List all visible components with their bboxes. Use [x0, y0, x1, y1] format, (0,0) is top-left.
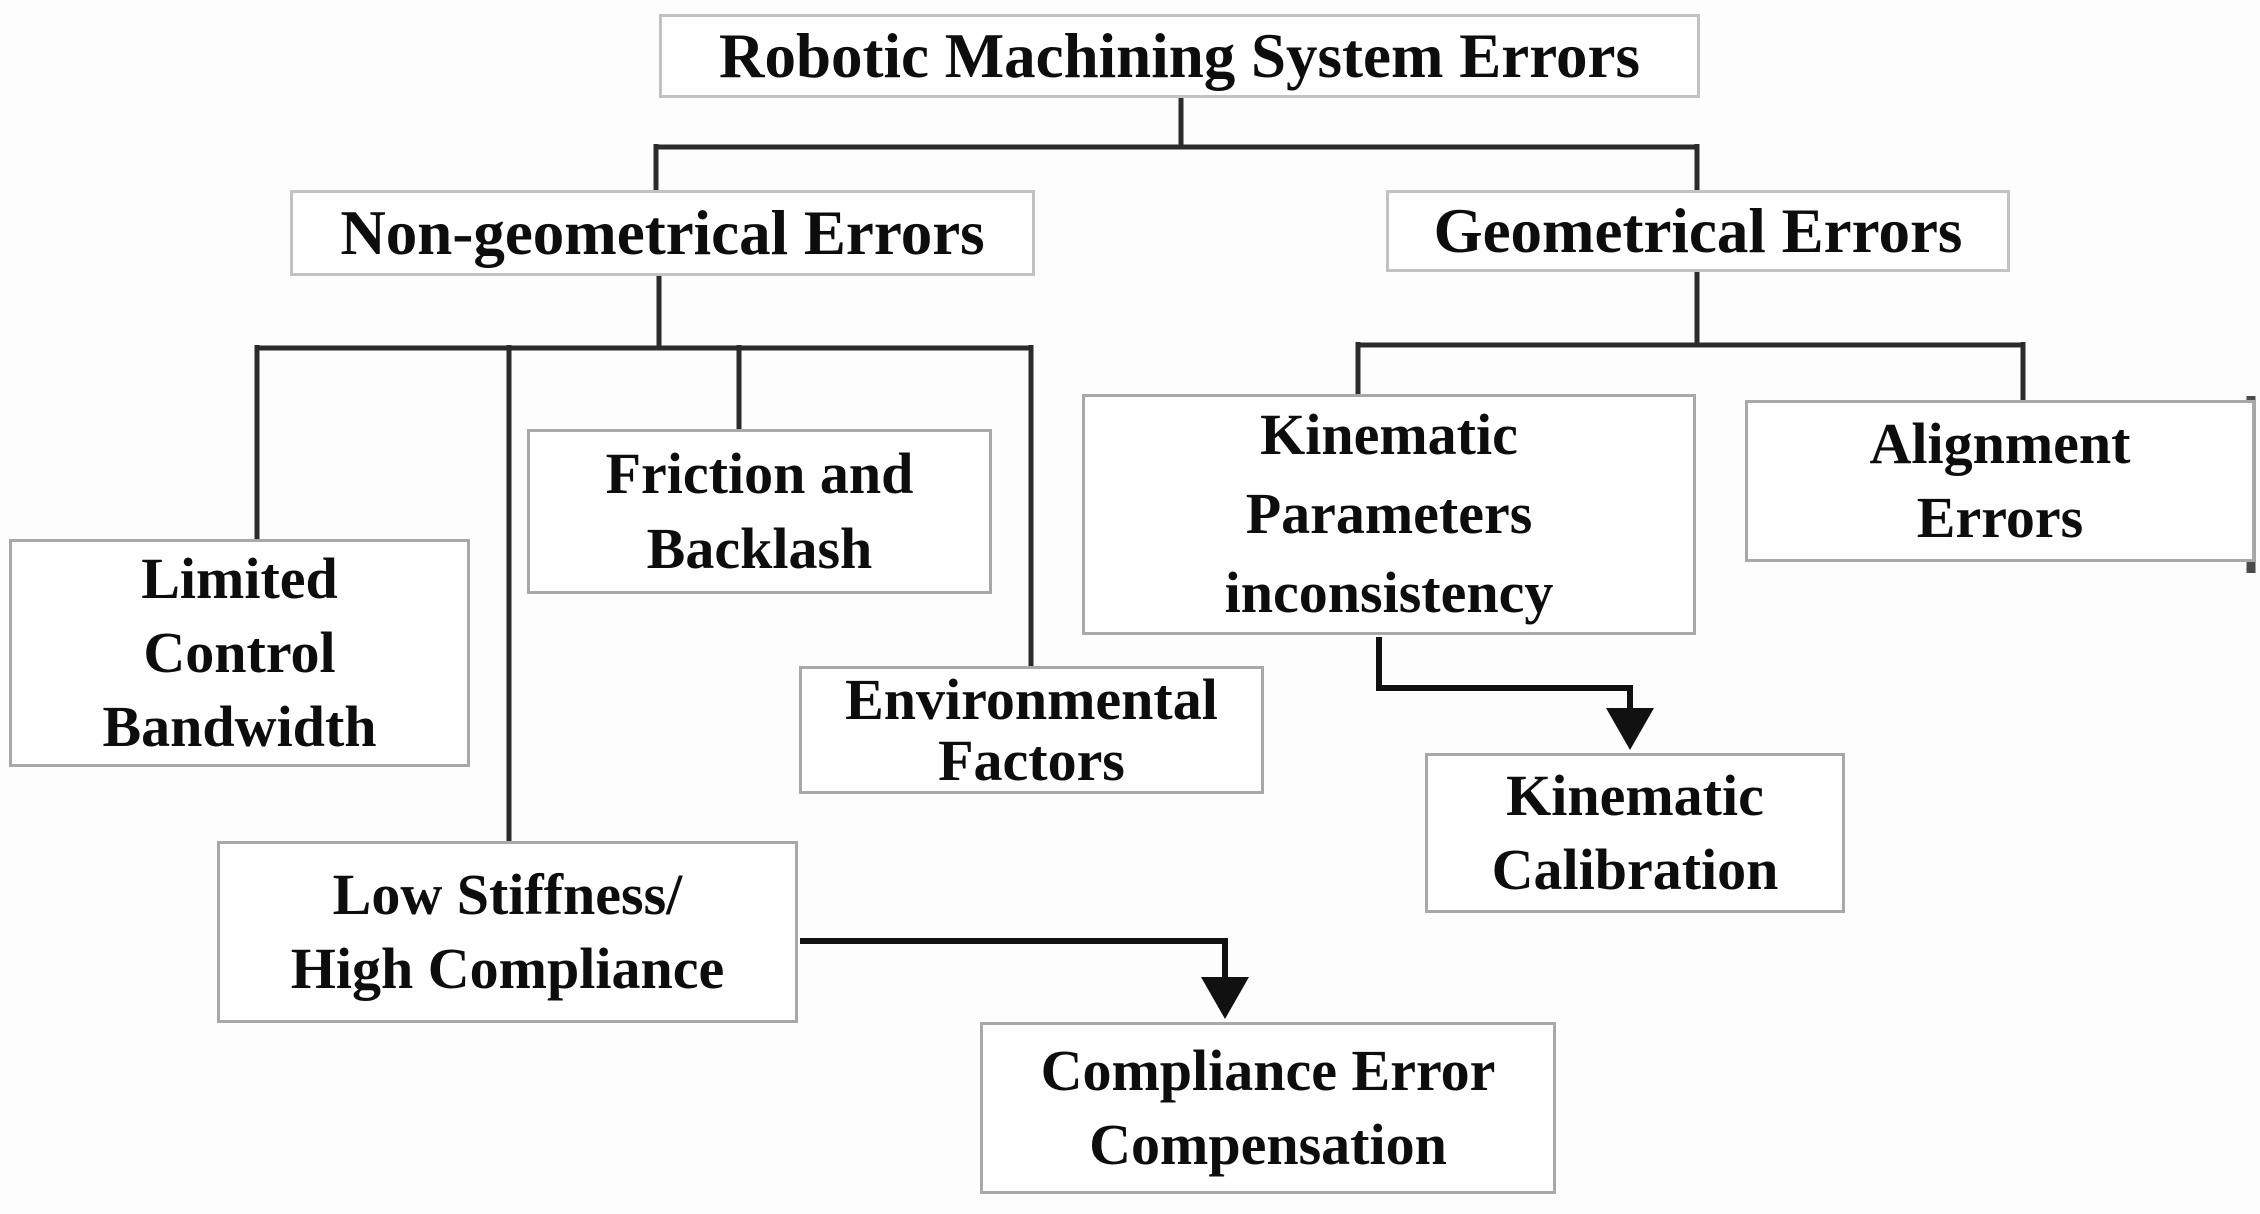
node-environmental-factors: Environmental Factors [799, 666, 1264, 794]
node-robotic-machining-system-errors: Robotic Machining System Errors [659, 14, 1700, 98]
tree-connectors [254, 98, 2256, 843]
node-kinematic-parameters-inconsistency: Kinematic Parameters inconsistency [1082, 394, 1696, 635]
node-compliance-error-compensation: Compliance Error Compensation [980, 1022, 1556, 1194]
node-low-stiffness-high-compliance: Low Stiffness/ High Compliance [217, 841, 798, 1023]
arrow-connectors [800, 637, 1654, 1019]
node-limited-control-bandwidth: Limited Control Bandwidth [9, 539, 470, 767]
arrowhead-kinematic-icon [1606, 708, 1654, 750]
node-friction-and-backlash: Friction and Backlash [527, 429, 992, 594]
node-kinematic-calibration: Kinematic Calibration [1425, 753, 1845, 913]
arrowhead-compliance-icon [1201, 977, 1249, 1019]
arrow-compliance [800, 938, 1228, 982]
arrow-kinematic [1376, 637, 1633, 712]
node-alignment-errors: Alignment Errors [1745, 400, 2255, 562]
node-geometrical-errors: Geometrical Errors [1386, 190, 2010, 272]
node-non-geometrical-errors: Non-geometrical Errors [290, 190, 1035, 276]
